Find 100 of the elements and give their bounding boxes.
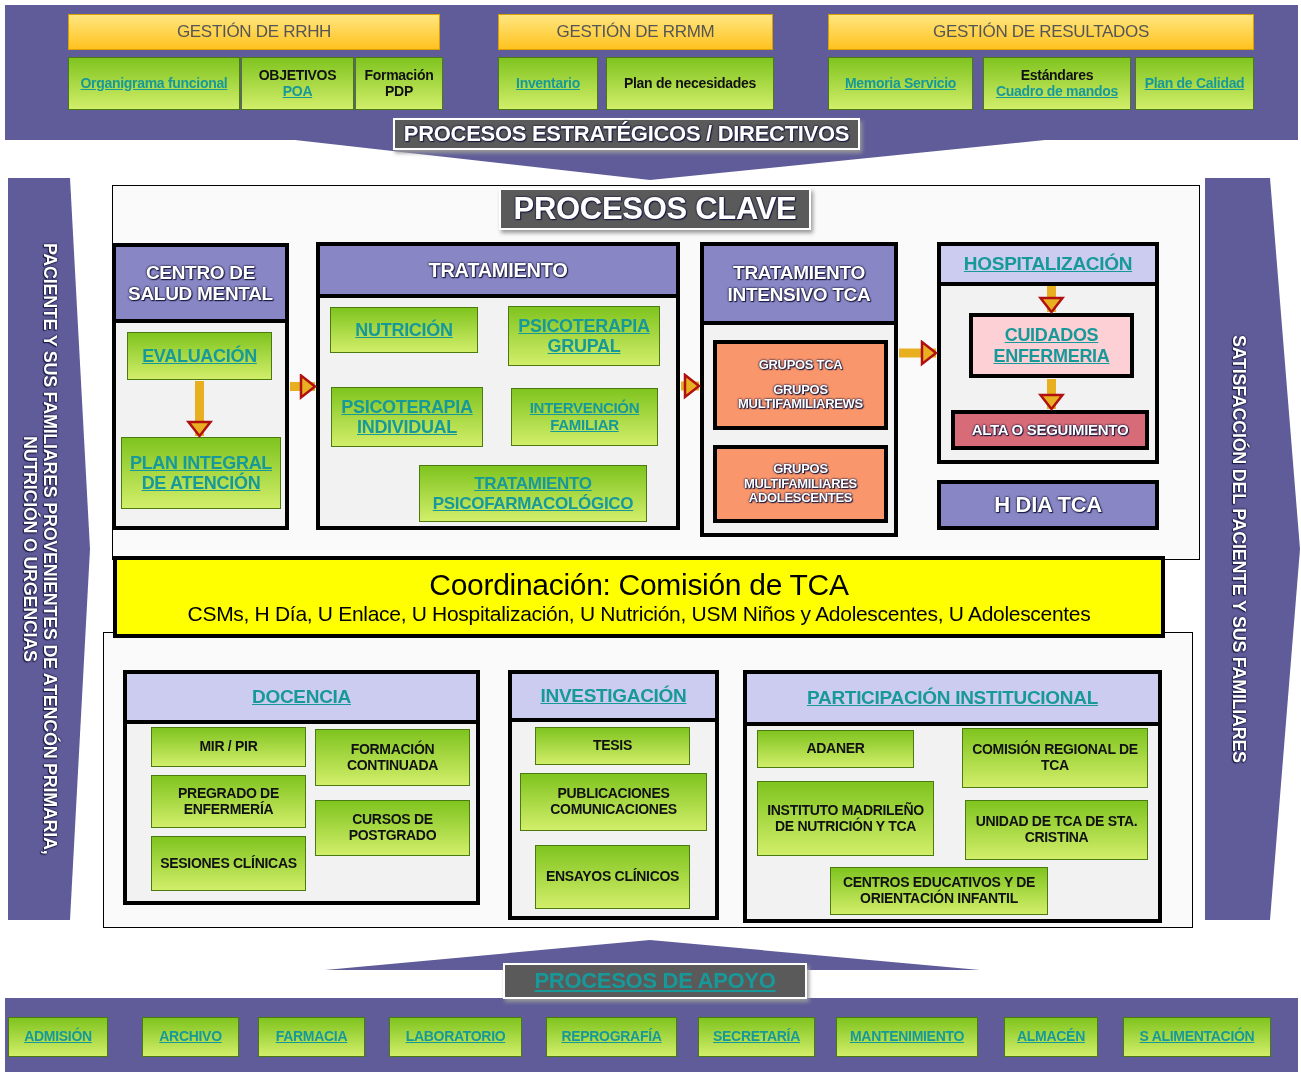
unit-box [937, 480, 1159, 530]
process-link: ARCHIVO [159, 1029, 222, 1045]
frame-title: PROCESOS CLAVE [499, 188, 811, 230]
box-label: COMISIÓN REGIONAL DE TCA [971, 742, 1139, 774]
group-title: TRATAMIENTO [427, 257, 569, 283]
process-box [757, 730, 914, 768]
process-box [508, 306, 660, 366]
process-group-panel [112, 243, 289, 530]
process-link: Memoria Servicio [844, 75, 957, 92]
process-link: POA [282, 83, 313, 100]
box-label: Plan de necesidades [624, 75, 756, 92]
box-label: FORMACIÓN CONTINUADA [345, 741, 440, 774]
process-band [5, 5, 1298, 183]
process-box [121, 437, 281, 509]
process-link: PLAN INTEGRAL DE ATENCIÓN [128, 452, 274, 494]
box-label: CURSOS DE POSTGRADO [347, 812, 438, 844]
process-link: ADMISIÓN [24, 1029, 92, 1045]
box-label: OBJETIVOS [258, 67, 337, 84]
process-box [258, 1017, 365, 1057]
process-link: SECRETARÍA [713, 1029, 800, 1045]
process-group-panel [508, 670, 719, 920]
process-box [331, 387, 483, 447]
process-box [1135, 57, 1254, 110]
process-box [546, 1017, 677, 1057]
process-box [836, 1017, 978, 1057]
process-link: NUTRICIÓN [355, 319, 453, 341]
header-label: GESTIÓN DE RRHH [176, 22, 332, 42]
process-box [1004, 1017, 1098, 1057]
key-process-frame [112, 185, 1200, 560]
process-link: Cuadro de mandos [996, 83, 1118, 100]
process-link: TRATAMIENTO PSICOFARMACOLÓGICO [431, 474, 635, 513]
process-box [606, 57, 774, 110]
box-label: Estándares [1020, 67, 1094, 84]
process-box [511, 388, 658, 446]
box-label: SESIONES CLÍNICAS [160, 855, 297, 872]
process-link: PSICOTERAPIA INDIVIDUAL [340, 396, 474, 438]
box-label: Formación PDP [363, 67, 435, 100]
side-label: PACIENTE Y SUS FAMILIARES PROVENIENTES DE ATENCÓN PRIMARIA, NUTRICIÓN O URGENCIAS [19, 242, 62, 857]
process-link: MANTENIMIENTO [849, 1029, 965, 1045]
group-title: PARTICIPACIÓN INSTITUCIONAL [806, 686, 1099, 711]
box-label: ALTA O SEGUIMIENTO [971, 421, 1129, 439]
process-box [983, 57, 1131, 110]
process-box [962, 728, 1148, 788]
box-label: TESIS [593, 738, 632, 754]
process-box [151, 836, 306, 891]
step-box [969, 313, 1134, 378]
section-header-bar [68, 14, 440, 50]
activity-box [713, 445, 888, 523]
block-arrow [187, 381, 212, 438]
process-box [498, 57, 598, 110]
group-title: DOCENCIA [251, 685, 352, 710]
process-group-panel [316, 242, 680, 530]
group-title: INVESTIGACIÓN [539, 684, 688, 709]
section-header-bar [498, 14, 773, 50]
process-link: ALMACÉN [1017, 1029, 1085, 1045]
process-box [8, 1017, 108, 1057]
group-title: HOSPITALIZACIÓN [962, 252, 1134, 277]
process-box [1123, 1017, 1271, 1057]
side-arrow-band [1205, 178, 1300, 920]
process-box [520, 773, 707, 831]
process-link: LABORATORIO [405, 1029, 506, 1045]
box-label: ENSAYOS CLÍNICOS [545, 869, 680, 885]
box-label: MIR / PIR [199, 739, 258, 755]
process-box [535, 727, 690, 765]
process-group-panel [743, 670, 1162, 923]
process-box [535, 845, 690, 909]
process-box [828, 57, 973, 110]
coordination-box [113, 556, 1165, 638]
process-band [5, 940, 1298, 1072]
box-label: PUBLICACIONES COMUNICACIONES [549, 786, 678, 818]
process-box [698, 1017, 815, 1057]
group-title: TRATAMIENTO INTENSIVO TCA [726, 261, 872, 307]
coordination-text: CSMs, H Día, U Enlace, U Hospitalización, U Nutrición, USM Niños y Adolescentes, U Adolescentes [187, 602, 1091, 626]
block-arrow [1039, 379, 1064, 411]
process-link: PSICOTERAPIA GRUPAL [517, 315, 651, 357]
box-label: H DIA TCA [994, 492, 1102, 518]
process-link: Organigrama funcional [80, 75, 228, 92]
box-label: UNIDAD DE TCA DE STA. CRISTINA [974, 814, 1139, 846]
process-group-panel [937, 242, 1159, 464]
block-arrow [1039, 286, 1064, 314]
process-link: INTERVENCIÓN FAMILIAR [528, 400, 641, 434]
box-label: GRUPOS MULTIFAMILIARES ADOLESCENTES [743, 462, 858, 506]
header-label: GESTIÓN DE RRMM [556, 22, 715, 42]
box-label: CENTROS EDUCATIVOS Y DE ORIENTACIÓN INFANTIL [841, 875, 1037, 907]
process-link: REPROGRAFÍA [561, 1029, 662, 1045]
side-label: SATISFACCIÓN DEL PACIENTE Y SUS FAMILIARES [1227, 334, 1251, 765]
process-box [127, 332, 272, 380]
process-link: S ALIMENTACIÓN [1139, 1029, 1255, 1045]
process-link: EVALUACIÓN [142, 345, 257, 367]
process-box [151, 775, 306, 828]
process-box [151, 727, 306, 767]
band-title: PROCESOS DE APOYO [503, 963, 807, 999]
process-group-panel [123, 670, 480, 905]
process-box [830, 867, 1048, 915]
process-box [965, 800, 1148, 860]
process-box [419, 465, 647, 522]
process-link: FARMACIA [275, 1029, 348, 1045]
process-box [142, 1017, 239, 1057]
block-arrow [899, 340, 938, 366]
box-label: PREGRADO DE ENFERMERÍA [177, 785, 280, 818]
